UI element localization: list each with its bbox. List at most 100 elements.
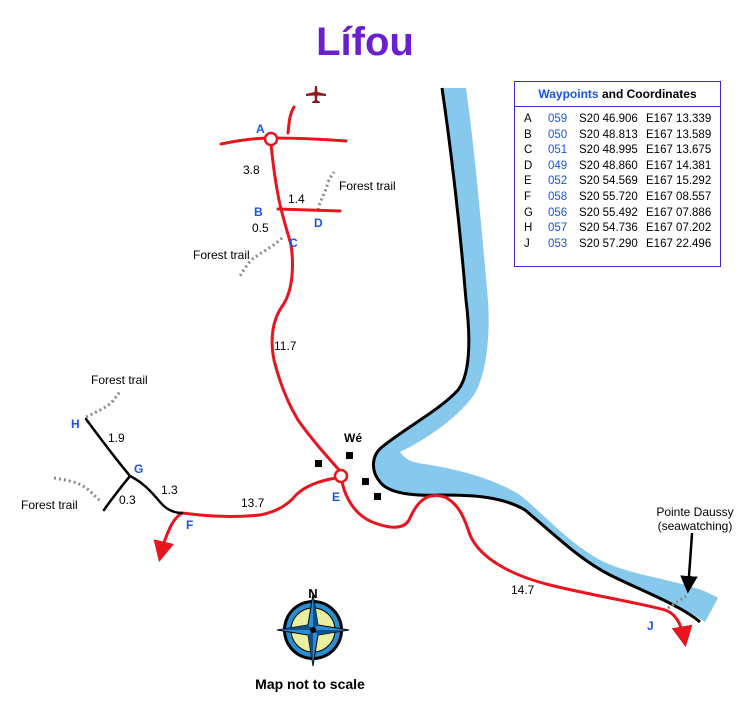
waypoint-longitude: E167 14.381	[646, 159, 712, 172]
waypoint-longitude: E167 07.886	[646, 206, 712, 219]
road-b-d	[276, 207, 342, 213]
road-e-f	[180, 476, 338, 518]
pointe-daussy-sublabel: (seawatching)	[658, 519, 733, 533]
waypoint-id: G	[524, 206, 533, 219]
distance-g-spur: 0.3	[119, 493, 136, 507]
trail-g	[53, 476, 103, 504]
waypoint-longitude: E167 13.339	[646, 113, 712, 125]
waypoint-latitude: S20 48.860	[579, 159, 638, 172]
distance-e-j: 14.7	[511, 583, 535, 597]
road-network	[153, 105, 693, 648]
forest-trail-label-c: Forest trail	[193, 248, 250, 262]
waypoint-row-e: E 052 S20 54.569 E167 15.292	[524, 174, 720, 190]
waypoint-id: H	[524, 222, 533, 235]
waypoint-label-j: J	[647, 619, 654, 633]
waypoint-longitude: E167 22.496	[646, 237, 712, 250]
waypoint-longitude: E167 13.675	[646, 144, 712, 157]
forest-trails	[53, 171, 687, 610]
forest-trail-label-h: Forest trail	[91, 373, 148, 387]
waypoint-label-f: F	[186, 518, 193, 532]
track-g-f	[128, 474, 184, 515]
waypoint-latitude: S20 55.720	[579, 190, 638, 203]
waypoint-number: 058	[548, 190, 568, 203]
waypoint-number: 052	[548, 175, 568, 188]
waypoint-number: 050	[548, 128, 568, 141]
waypoint-a-circle[interactable]	[263, 131, 279, 147]
road-a-e	[269, 142, 343, 474]
waypoint-id: F	[524, 190, 532, 203]
compass-north-label: N	[308, 586, 317, 601]
road-airport-east-west	[219, 136, 348, 146]
waypoint-latitude: S20 46.906	[579, 113, 638, 125]
road-airport-spur	[286, 105, 296, 135]
waypoint-row-d: D 049 S20 48.860 E167 14.381	[524, 159, 720, 175]
waypoint-table-title-rest: and Coordinates	[598, 87, 697, 101]
forest-trail-label-g: Forest trail	[21, 498, 78, 512]
map-title: Lífou	[316, 20, 414, 64]
waypoint-label-e: E	[332, 490, 340, 504]
waypoint-label-b: B	[254, 205, 263, 219]
waypoint-label-g: G	[134, 462, 143, 476]
road-f-south	[153, 511, 184, 563]
trail-j	[667, 594, 687, 610]
airport-plane-icon	[306, 86, 326, 103]
waypoint-row-b: B 050 S20 48.813 E167 13.589	[524, 128, 720, 144]
waypoint-longitude: E167 15.292	[646, 175, 712, 188]
distance-c-e: 11.7	[274, 339, 297, 353]
waypoint-table-title: Waypoints and Coordinates	[515, 82, 720, 107]
waypoint-id: C	[524, 144, 533, 157]
trail-h	[85, 390, 122, 419]
waypoint-latitude: S20 48.995	[579, 144, 638, 157]
waypoint-longitude: E167 13.589	[646, 128, 712, 141]
waypoint-row-a: A 059 S20 46.906 E167 13.339	[524, 112, 720, 128]
waypoint-longitude: E167 07.202	[646, 222, 712, 235]
waypoint-number: 056	[548, 206, 568, 219]
map-not-to-scale-note: Map not to scale	[255, 676, 365, 692]
waypoint-latitude: S20 55.492	[579, 206, 638, 219]
distance-h-g: 1.9	[108, 431, 125, 445]
town-buildings	[315, 452, 381, 500]
waypoint-id: A	[524, 113, 532, 125]
waypoint-row-c: C 051 S20 48.995 E167 13.675	[524, 143, 720, 159]
waypoint-latitude: S20 54.736	[579, 222, 638, 235]
distance-g-f: 1.3	[161, 483, 178, 497]
forest-trail-label-d: Forest trail	[339, 179, 396, 193]
coastline	[372, 87, 701, 624]
trail-c	[238, 236, 284, 277]
waypoint-number: 053	[548, 237, 568, 250]
trail-d	[316, 171, 336, 211]
distance-a-b: 3.8	[243, 163, 260, 177]
waypoint-id: J	[524, 237, 530, 250]
waypoint-number: 059	[548, 113, 568, 125]
waypoint-label-d: D	[314, 216, 323, 230]
waypoint-table: Waypoints and Coordinates A 059 S20 46.906…	[514, 81, 721, 267]
pointe-daussy-pointer	[680, 532, 698, 594]
waypoint-row-g: G 056 S20 55.492 E167 07.886	[524, 206, 720, 222]
waypoint-label-c: C	[289, 236, 298, 250]
waypoint-table-title-highlight: Waypoints	[538, 87, 599, 101]
waypoint-label-a: A	[256, 122, 265, 136]
waypoint-row-h: H 057 S20 54.736 E167 07.202	[524, 221, 720, 237]
waypoint-number: 049	[548, 159, 568, 172]
waypoint-id: E	[524, 175, 532, 188]
waypoint-row-f: F 058 S20 55.720 E167 08.557	[524, 190, 720, 206]
waypoint-e-circle[interactable]	[333, 468, 349, 484]
waypoint-label-h: H	[71, 417, 80, 431]
track-g-spur	[102, 474, 132, 512]
waypoint-longitude: E167 08.557	[646, 190, 712, 203]
town-label-we: Wé	[344, 431, 362, 445]
compass-rose-icon	[276, 593, 350, 667]
waypoint-number: 057	[548, 222, 568, 235]
waypoint-latitude: S20 54.569	[579, 175, 638, 188]
waypoint-latitude: S20 57.290	[579, 237, 638, 250]
distance-b-d: 1.4	[288, 192, 305, 206]
pointe-daussy-label: Pointe Daussy	[656, 505, 733, 519]
distance-f-e: 13.7	[241, 496, 265, 510]
waypoint-number: 051	[548, 144, 568, 157]
waypoint-latitude: S20 48.813	[579, 128, 638, 141]
track-h-g	[84, 417, 132, 478]
waypoint-id: B	[524, 128, 532, 141]
waypoint-id: D	[524, 159, 533, 172]
